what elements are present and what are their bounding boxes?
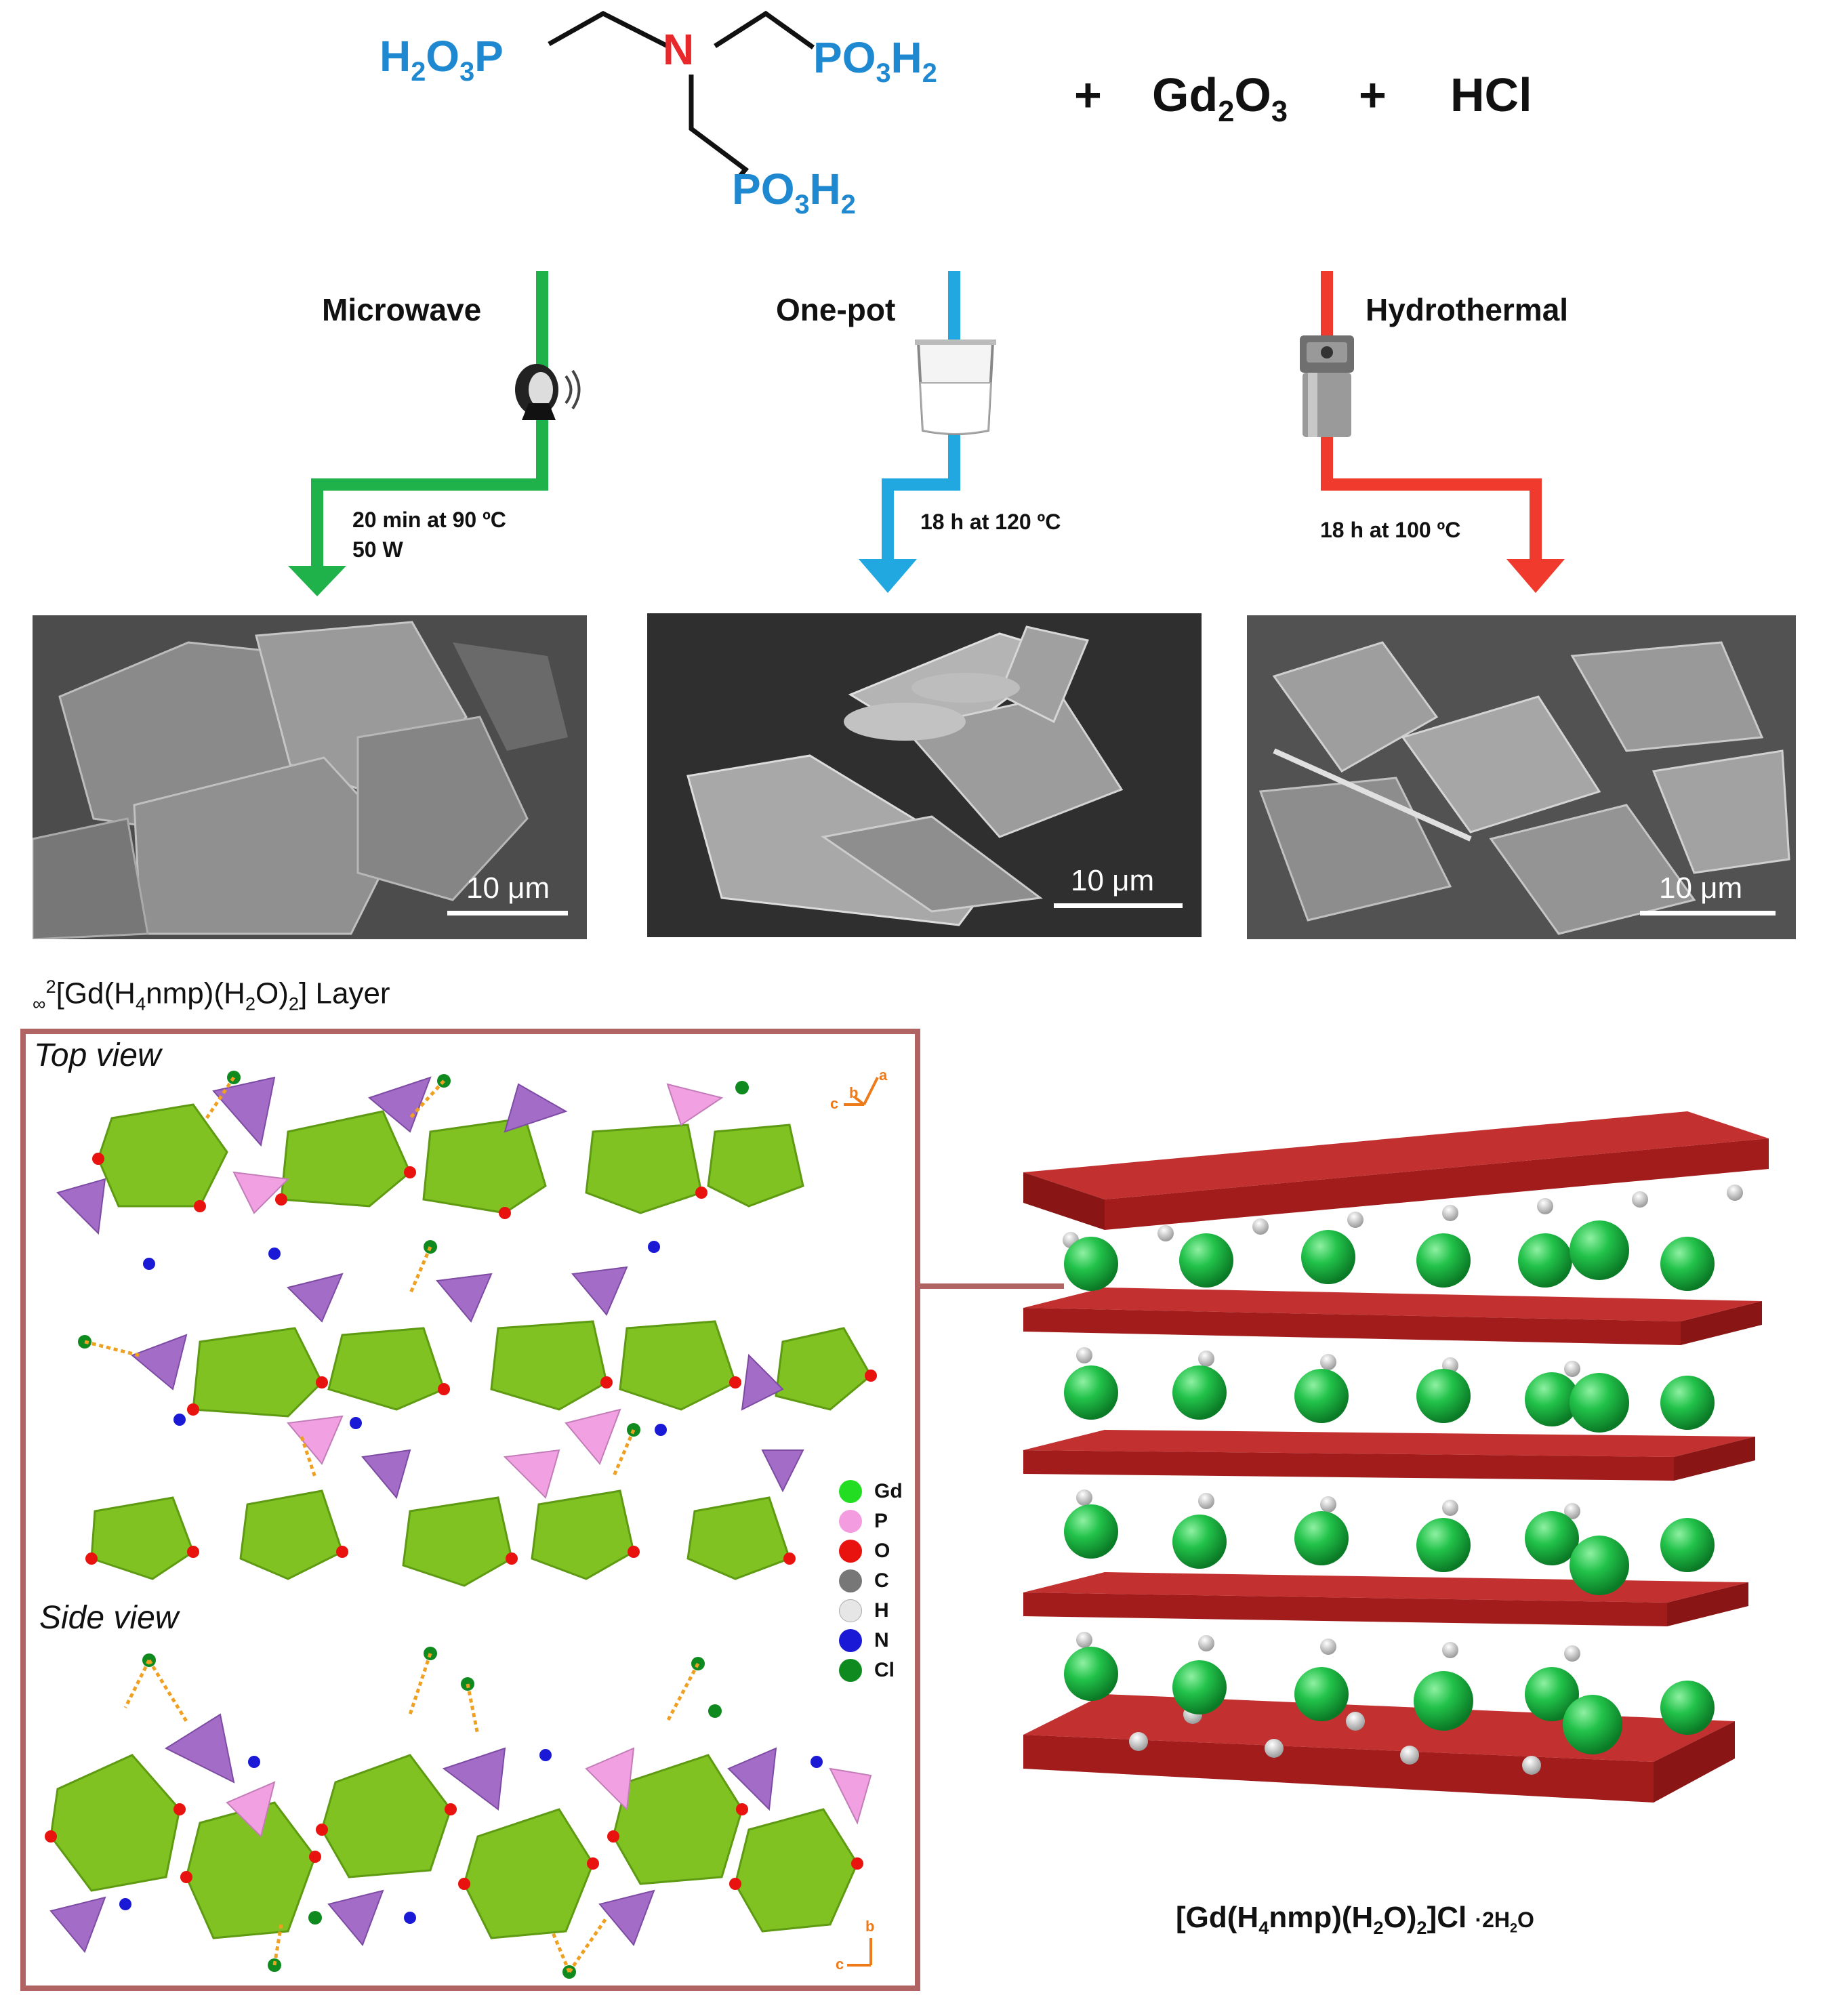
side-view-structure: b c <box>45 1647 874 1979</box>
sem-image-hydrothermal: 10 μm <box>1247 615 1796 939</box>
scale-bar-one-pot <box>1054 903 1183 908</box>
left-phosphonate: H2O3P <box>380 32 504 87</box>
top-view-hbonds <box>84 1076 636 1478</box>
structure-frame <box>20 1029 920 1991</box>
sem-microwave-crystals <box>33 615 587 939</box>
plus-sign-1: + <box>1074 68 1102 121</box>
legend-label: Gd <box>874 1480 903 1502</box>
route-label-microwave: Microwave <box>322 292 482 327</box>
axis-label-b: b <box>849 1084 858 1101</box>
side-view-nitrogens <box>119 1749 823 1924</box>
microwave-dish-icon <box>515 364 581 420</box>
beaker-icon <box>915 340 996 435</box>
slab-1 <box>1023 1111 1769 1230</box>
scale-label-microwave: 10 μm <box>466 871 550 905</box>
top-view-atoms <box>85 1153 877 1565</box>
nitrogen-atom: N <box>663 25 695 74</box>
side-view-axis-icon <box>847 1938 872 1967</box>
slab-4 <box>1023 1572 1748 1626</box>
one-pot-conditions: 18 h at 120 ºC <box>920 510 1061 534</box>
side-view-polyhedra <box>49 1713 872 1953</box>
microwave-conditions-line1: 20 min at 90 ºC <box>352 508 506 532</box>
side-view-label: Side view <box>39 1600 179 1636</box>
top-view-row-2 <box>131 1266 872 1465</box>
right-phosphonate: PO3H2 <box>813 33 937 88</box>
sem-hydrothermal-crystals <box>1247 615 1796 939</box>
legend-label: C <box>874 1569 889 1592</box>
frame-connector-line <box>920 1283 1064 1289</box>
top-view-chlorides <box>78 1071 749 1437</box>
sem-one-pot-crystals <box>647 613 1202 937</box>
scale-label-one-pot: 10 μm <box>1071 864 1155 897</box>
nmp-skeleton <box>548 10 815 180</box>
legend-label: O <box>874 1540 890 1562</box>
legend-swatch-p <box>839 1510 862 1533</box>
top-view-label: Top view <box>34 1037 161 1073</box>
atom-legend: Gd P O C H N Cl <box>839 1477 914 1694</box>
top-view-row-3 <box>90 1449 804 1587</box>
legend-label: H <box>874 1599 889 1622</box>
legend-swatch-c <box>839 1569 862 1592</box>
route-label-hydrothermal: Hydrothermal <box>1366 292 1569 327</box>
axis-label-c: c <box>830 1095 838 1112</box>
chloride-ions <box>1064 1220 1715 1754</box>
gadolinium-oxide: Gd2O3 <box>1152 68 1288 128</box>
slab-5 <box>1023 1694 1735 1803</box>
layer-title: ∞2[Gd(H4nmp)(H2O)2] Layer <box>33 976 390 1014</box>
slab-2 <box>1023 1288 1762 1345</box>
side-axis-label-c: c <box>836 1956 844 1973</box>
legend-swatch-n <box>839 1629 862 1652</box>
microwave-conditions: 20 min at 90 ºC 50 W <box>352 505 506 564</box>
legend-label: P <box>874 1510 888 1532</box>
layered-schematic <box>1023 1111 1769 1803</box>
scale-label-hydrothermal: 10 μm <box>1659 871 1743 905</box>
top-view-nitrogens <box>143 1241 667 1436</box>
compound-formula: [Gd(H4nmp)(H2O)2]Cl ·2H2O <box>1176 1901 1534 1938</box>
surface-bumps <box>1063 1185 1743 1775</box>
legend-label: Cl <box>874 1659 895 1681</box>
plus-sign-2: + <box>1359 68 1387 121</box>
side-view-oxygens <box>45 1803 863 1890</box>
route-label-one-pot: One-pot <box>776 292 896 327</box>
legend-swatch-h <box>839 1599 862 1622</box>
top-view-structure: a b c <box>56 1071 888 1587</box>
scale-bar-microwave <box>447 911 568 916</box>
top-view-row-1 <box>56 1076 804 1235</box>
bottom-phosphonate: PO3H2 <box>732 165 856 220</box>
microwave-conditions-line2: 50 W <box>352 537 403 562</box>
top-view-axis-icon <box>844 1077 879 1106</box>
slab-3 <box>1023 1430 1755 1481</box>
legend-swatch-gd <box>839 1480 862 1503</box>
side-view-hbonds <box>123 1653 700 1973</box>
legend-swatch-o <box>839 1540 862 1563</box>
sem-image-microwave: 10 μm <box>33 615 587 939</box>
scale-bar-hydrothermal <box>1640 911 1776 916</box>
hydrochloric-acid: HCl <box>1450 68 1532 121</box>
legend-swatch-cl <box>839 1659 862 1682</box>
axis-label-a: a <box>879 1071 888 1084</box>
autoclave-icon <box>1300 335 1354 437</box>
sem-image-one-pot: 10 μm <box>647 613 1202 937</box>
side-axis-label-b: b <box>865 1918 874 1935</box>
hydrothermal-conditions: 18 h at 100 ºC <box>1320 518 1461 542</box>
legend-label: N <box>874 1629 889 1651</box>
